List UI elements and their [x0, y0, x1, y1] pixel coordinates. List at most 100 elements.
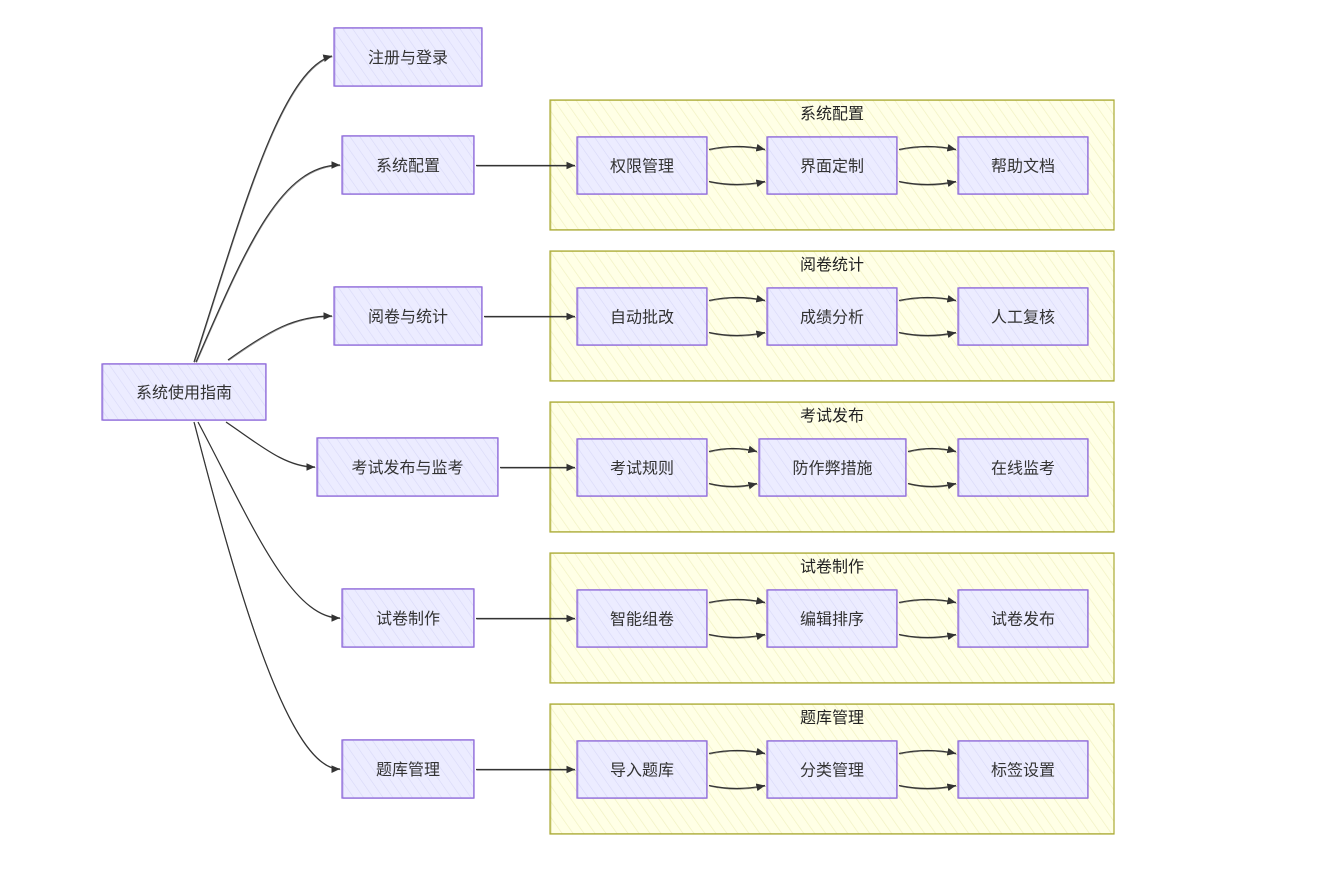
step-cfg-3-box [957, 136, 1089, 195]
step-bank-2-box [766, 740, 898, 799]
edge-bank-1-lower [708, 783, 766, 792]
edge-bank-1-lower-sketch [709, 786, 766, 790]
node-cfg-box [341, 135, 475, 195]
step-exam-3-box [957, 438, 1089, 497]
group-title: 阅卷统计 [800, 255, 864, 274]
step-mark-2-sketch [767, 287, 897, 346]
step-bank-3: 标签设置 [957, 740, 1089, 799]
node-cfg-label: 系统配置 [376, 156, 440, 175]
edge-mark-1-upper-sketch [709, 298, 766, 302]
edge-root-to-mark-sketch [228, 316, 333, 362]
step-paper-2: 编辑排序 [766, 589, 898, 648]
step-mark-1-box [576, 287, 708, 346]
node-exam-box [316, 437, 499, 497]
edge-paper-1-upper [708, 596, 766, 605]
node-exam-label: 考试发布与监考 [351, 458, 463, 477]
step-bank-2-sketch [767, 740, 897, 799]
edge-cfg-1-lower [708, 179, 766, 188]
node-bank-box [341, 739, 475, 799]
step-exam-2-box [758, 438, 907, 497]
edge-mark-2-lower [898, 330, 957, 339]
edge-bank-2-upper [898, 747, 957, 756]
step-paper-2-sketch [767, 589, 897, 648]
edge-bank-2-lower [898, 783, 957, 792]
edge-bank-2-lower-sketch [899, 786, 957, 790]
node-reg-label: 注册与登录 [368, 48, 448, 67]
node-cfg: 系统配置 [341, 135, 475, 195]
edge-exam-2-lower [907, 481, 957, 490]
step-mark-1-sketch [577, 287, 707, 346]
edge-exam-1-upper-sketch [709, 449, 758, 453]
step-bank-1-label: 导入题库 [610, 761, 674, 780]
step-mark-1-label: 自动批改 [610, 308, 674, 327]
root-node-label: 系统使用指南 [136, 383, 232, 402]
edge-mark-2-upper [898, 294, 957, 303]
node-paper-label: 试卷制作 [376, 609, 440, 628]
node-exam: 考试发布与监考 [316, 437, 499, 497]
edge-root-to-mark [227, 312, 333, 361]
step-cfg-2: 界面定制 [766, 136, 898, 195]
edge-root-to-reg-sketch [194, 56, 333, 363]
edge-paper-2-upper [898, 596, 957, 605]
step-mark-3-sketch [958, 287, 1088, 346]
node-reg-sketch [334, 27, 482, 87]
step-cfg-2-sketch [767, 136, 897, 195]
edge-root-to-cfg-sketch [196, 165, 341, 363]
edge-cfg-1-upper-sketch [709, 147, 766, 151]
edge-bank-2-upper-sketch [899, 751, 957, 755]
edge-paper-2-lower [898, 632, 957, 641]
step-bank-2-label: 分类管理 [800, 761, 864, 780]
step-exam-1-box [576, 438, 708, 497]
edge-cfg-1-upper [708, 143, 766, 152]
node-paper-sketch [342, 588, 474, 648]
step-mark-3-label: 人工复核 [991, 308, 1055, 327]
step-exam-3-label: 在线监考 [991, 459, 1055, 478]
edge-mark-1-lower [708, 330, 766, 339]
edge-root-to-paper-sketch [198, 422, 341, 620]
step-cfg-1-label: 权限管理 [610, 157, 674, 176]
edge-root-to-reg [193, 54, 333, 363]
root-node: 系统使用指南 [101, 363, 267, 421]
edge-exam-1-upper [708, 445, 758, 454]
edge-bank-1-upper [708, 747, 766, 756]
edge-mark-1-upper [708, 294, 766, 303]
node-cfg-sketch [342, 135, 474, 195]
step-cfg-1-box [576, 136, 708, 195]
edge-exam-2-upper-sketch [908, 449, 957, 453]
group-title: 系统配置 [800, 104, 864, 123]
step-paper-2-label: 编辑排序 [800, 610, 864, 629]
step-paper-1: 智能组卷 [576, 589, 708, 648]
edge-cfg-2-lower-sketch [899, 182, 957, 186]
step-bank-1: 导入题库 [576, 740, 708, 799]
step-cfg-3-sketch [958, 136, 1088, 195]
step-exam-1-label: 考试规则 [610, 459, 674, 478]
step-paper-3-label: 试卷发布 [991, 610, 1055, 629]
step-mark-3-box [957, 287, 1089, 346]
node-bank-sketch [342, 739, 474, 799]
group-title: 试卷制作 [800, 557, 864, 576]
edge-paper-1-upper-sketch [709, 600, 766, 604]
edge-cfg-2-upper [898, 143, 957, 152]
edge-paper-2-upper-sketch [899, 600, 957, 604]
step-cfg-1-sketch [577, 136, 707, 195]
edge-bank-1-upper-sketch [709, 751, 766, 755]
node-bank-label: 题库管理 [376, 760, 440, 779]
step-bank-3-sketch [958, 740, 1088, 799]
step-exam-1: 考试规则 [576, 438, 708, 497]
edge-cfg-2-upper-sketch [899, 147, 957, 151]
step-exam-1-sketch [577, 438, 707, 497]
step-mark-2-label: 成绩分析 [800, 308, 864, 327]
step-paper-2-box [766, 589, 898, 648]
step-cfg-1: 权限管理 [576, 136, 708, 195]
edge-root-to-exam [225, 421, 316, 471]
step-paper-1-label: 智能组卷 [610, 610, 674, 629]
node-mark-box [333, 286, 483, 346]
step-bank-1-box [576, 740, 708, 799]
step-bank-2: 分类管理 [766, 740, 898, 799]
edge-cfg-2-lower [898, 179, 957, 188]
node-mark-label: 阅卷与统计 [368, 307, 448, 326]
step-exam-2-label: 防作弊措施 [792, 459, 872, 478]
step-mark-2: 成绩分析 [766, 287, 898, 346]
step-exam-3-sketch [958, 438, 1088, 497]
